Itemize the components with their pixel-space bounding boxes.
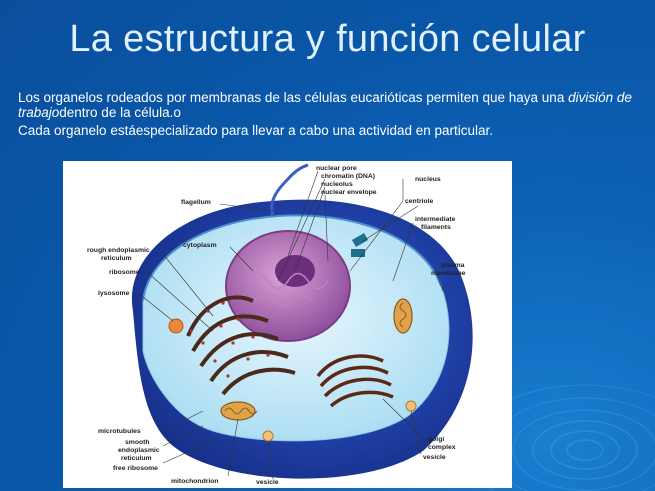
label-golgi-1: golgi [428, 436, 444, 443]
label-smooth-er-1: smooth [125, 439, 150, 446]
animal-cell-illustration: flagellum nuclear pore chromatin (DNA) n… [87, 163, 473, 486]
mitochondrion-right [393, 298, 413, 334]
label-rough-er-2: reticulum [101, 255, 132, 262]
vesicle [405, 400, 417, 412]
paragraph-1-part-2: dentro de la célula.o [59, 105, 181, 120]
centriole-pair [351, 249, 365, 257]
leader-lines [137, 170, 444, 480]
label-golgi-2: complex [428, 444, 456, 451]
label-cytoplasm: cytoplasm [183, 242, 217, 249]
paragraph-division-of-labor: Los organelos rodeados por membranas de … [18, 90, 638, 120]
label-smooth-er-2: endoplasmic [118, 447, 160, 454]
label-ribosome: ribosome [109, 269, 140, 276]
slide-title: La estructura y función celular [69, 18, 586, 60]
label-intermediate-1: intermediate [415, 216, 456, 223]
nucleus [225, 230, 351, 342]
rough-endoplasmic-reticulum [186, 295, 296, 396]
label-nucleus: nucleus [415, 176, 441, 183]
paragraph-1-emphasis: división de trabajo [18, 90, 632, 120]
label-plasma-2: membrane [431, 270, 466, 277]
label-vesicle-bottom: vesicle [256, 479, 279, 486]
label-rough-er-1: rough endoplasmic [87, 247, 150, 254]
label-nuclear-envelope: nuclear envelope [321, 189, 377, 196]
label-intermediate-2: filaments [421, 224, 451, 231]
centriole [351, 233, 369, 247]
ribosome-dots [189, 301, 270, 378]
label-mitochondrion: mitochondrion [171, 478, 219, 485]
vesicle-bottom [262, 430, 274, 442]
plasma-membrane [142, 214, 442, 302]
chromatin [247, 272, 329, 307]
label-nucleolus: nucleolus [321, 181, 353, 188]
golgi-complex [316, 354, 394, 408]
label-smooth-er-3: reticulum [121, 455, 152, 462]
label-chromatin: chromatin (DNA) [321, 173, 375, 180]
flagellum [270, 163, 309, 217]
paragraph-specialization: Cada organelo estáespecializado para lle… [18, 123, 494, 138]
paragraph-1-part-1: Los organelos rodeados por membranas de … [18, 90, 569, 105]
cell-diagram-figure: flagellum nuclear pore chromatin (DNA) n… [63, 161, 512, 488]
label-vesicle-right: vesicle [423, 454, 446, 461]
label-nuclear-pore: nuclear pore [316, 165, 357, 172]
label-microtubules: microtubules [98, 428, 141, 435]
label-lysosome: lysosome [98, 290, 130, 297]
label-flagellum: flagellum [181, 199, 211, 206]
label-plasma-1: plasma [441, 262, 465, 269]
lysosome [168, 318, 184, 334]
slide-body: Los organelos rodeados por membranas de … [18, 90, 638, 141]
label-free-ribosome: free ribosome [113, 465, 158, 472]
label-centriole: centriole [405, 198, 434, 205]
